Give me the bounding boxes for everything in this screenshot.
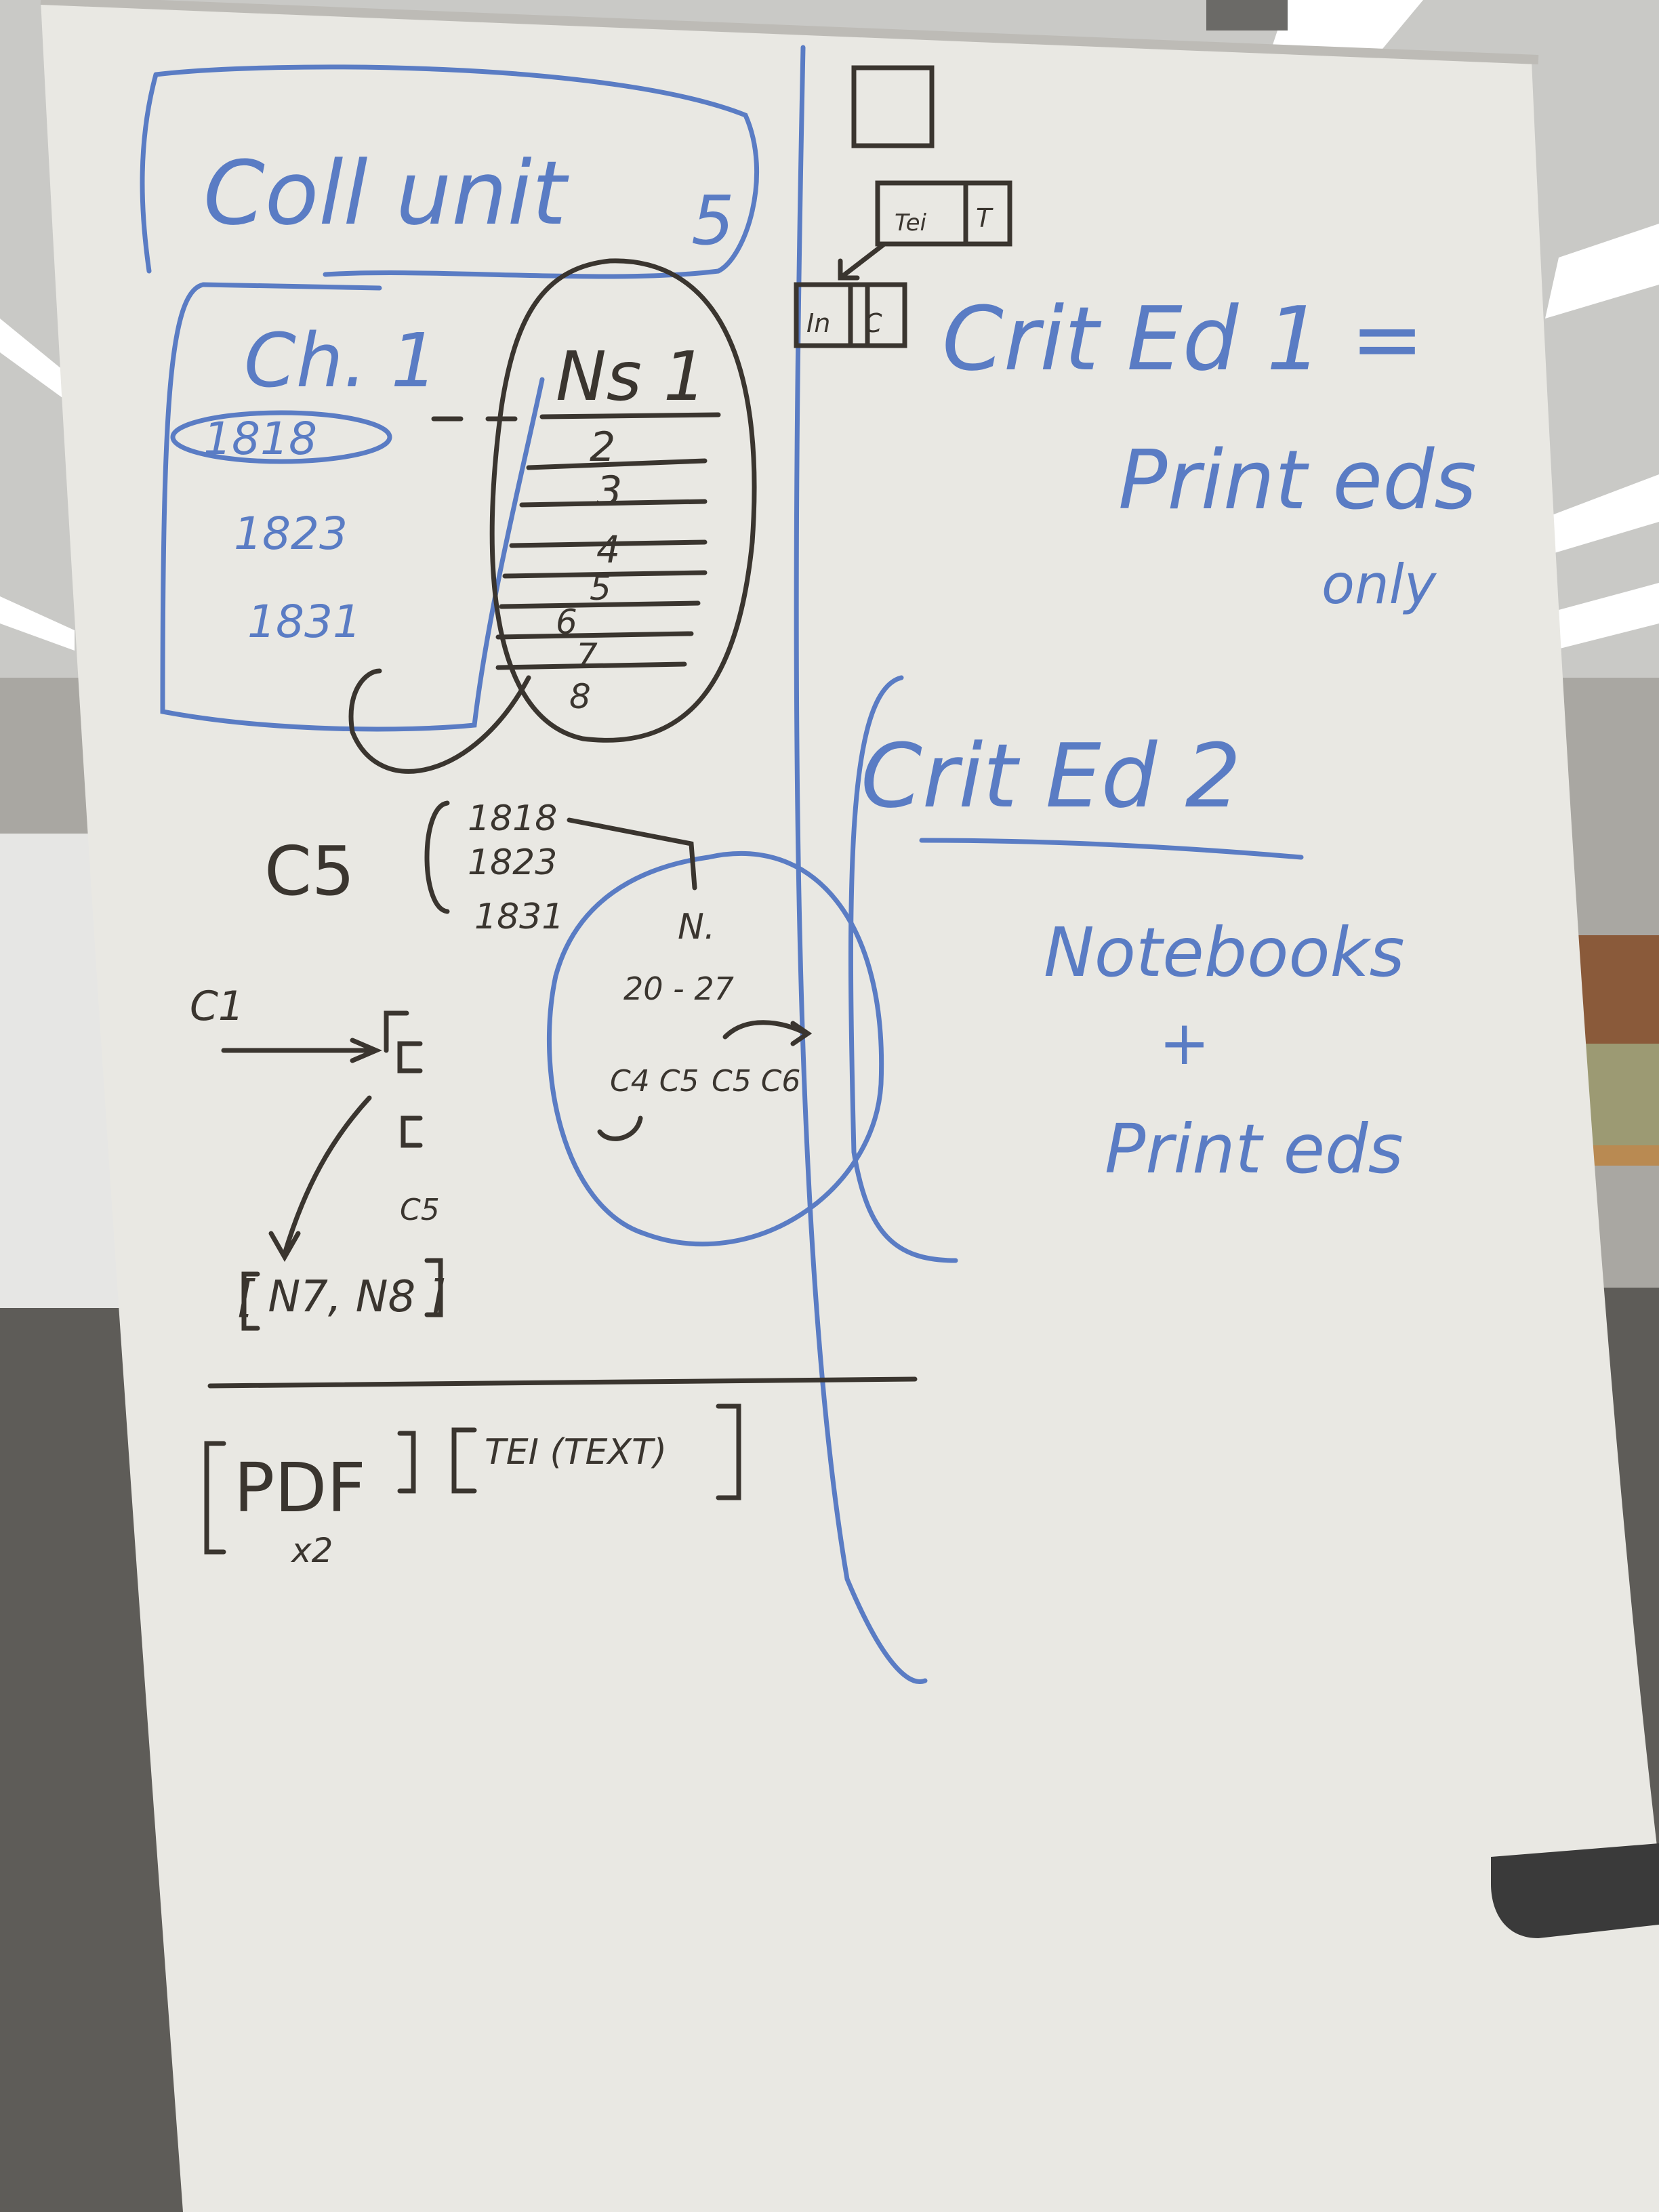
box-label-tei: Tei bbox=[895, 209, 926, 237]
codes-c5-c6: C5 C6 bbox=[712, 1064, 800, 1099]
ceiling-light bbox=[0, 319, 75, 407]
ch-label: Ch. 1 bbox=[244, 317, 438, 404]
blue-strokes bbox=[140, 45, 1304, 1684]
crit-ed-2: Crit Ed 2 bbox=[861, 724, 1241, 827]
whiteboard bbox=[41, 0, 1659, 2212]
ceiling-light bbox=[0, 596, 75, 651]
tei-text-label: TEI (TEXT) bbox=[485, 1432, 667, 1473]
n-label: N. bbox=[678, 907, 715, 947]
ns-item-8: 8 bbox=[569, 677, 591, 716]
top-clip bbox=[1206, 0, 1288, 30]
print-eds-only-line1: Print eds bbox=[1118, 434, 1477, 528]
ns-item-6: 6 bbox=[556, 602, 577, 642]
ch-year-1831: 1831 bbox=[247, 596, 361, 648]
pdf-label: PDF bbox=[234, 1448, 366, 1528]
wood-cabinet bbox=[1572, 935, 1659, 1050]
ch-year-1818: 1818 bbox=[203, 413, 317, 465]
c5-year-1831: 1831 bbox=[474, 897, 564, 937]
ceiling-light bbox=[1545, 224, 1659, 319]
notebooks-label: Notebooks bbox=[1044, 913, 1405, 992]
range-20-27: 20 - 27 bbox=[623, 970, 734, 1007]
box-label-in: In bbox=[806, 308, 830, 338]
c5-year-1818: 1818 bbox=[468, 798, 557, 839]
c5-label: C5 bbox=[264, 832, 354, 911]
coll-unit-number: 5 bbox=[691, 181, 735, 260]
ceiling-light bbox=[1552, 583, 1659, 651]
print-eds-only-line2: only bbox=[1322, 553, 1437, 616]
pdf-x2: x2 bbox=[290, 1531, 333, 1570]
board-handle bbox=[1491, 1843, 1659, 1938]
ns-item-7: 7 bbox=[576, 636, 598, 676]
codes-c4-c5: C4 C5 bbox=[610, 1064, 699, 1099]
ns-item-3: 3 bbox=[596, 468, 622, 515]
ch-year-1823: 1823 bbox=[234, 508, 348, 560]
box-label-t: T bbox=[976, 203, 994, 233]
c5-year-1823: 1823 bbox=[468, 842, 557, 883]
whiteboard-top-edge bbox=[40, 0, 1539, 64]
n7-n8-list: [ N7, N8 ] bbox=[237, 1272, 447, 1322]
c5-small-label: C5 bbox=[400, 1193, 440, 1227]
ns-item-4: 4 bbox=[596, 528, 620, 571]
ns-item-2: 2 bbox=[590, 424, 615, 471]
ns-item-5: 5 bbox=[590, 569, 611, 608]
box-label-c: C bbox=[864, 308, 882, 338]
coll-unit-label: Coll unit bbox=[203, 142, 569, 245]
ns-label: Ns 1 bbox=[556, 337, 706, 416]
plus-sign: + bbox=[1159, 1008, 1210, 1079]
crit-ed-1: Crit Ed 1 = bbox=[942, 287, 1425, 390]
black-strokes bbox=[204, 65, 1012, 1555]
print-eds-label: Print eds bbox=[1105, 1109, 1404, 1189]
c1-label: C1 bbox=[190, 983, 244, 1030]
ceiling-light bbox=[1545, 474, 1659, 556]
